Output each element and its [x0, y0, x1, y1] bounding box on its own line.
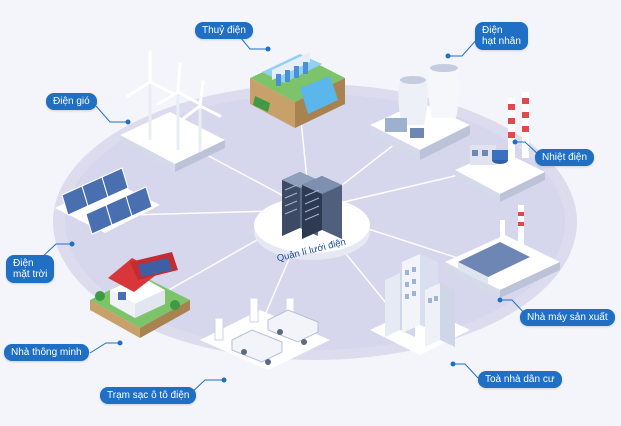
label-building: Toà nhà dân cư — [478, 371, 562, 388]
label-hydro: Thuỷ điện — [195, 22, 253, 39]
label-smart-home: Nhà thông minh — [4, 344, 89, 361]
label-solar: Điện mặt trời — [6, 255, 54, 283]
label-wind: Điện gió — [46, 93, 97, 110]
label-nuclear: Điện hạt nhân — [475, 22, 528, 50]
label-factory: Nhà máy sản xuất — [520, 309, 615, 326]
label-charging: Trạm sạc ô tô điện — [100, 387, 196, 404]
label-thermal: Nhiệt điện — [535, 149, 594, 166]
